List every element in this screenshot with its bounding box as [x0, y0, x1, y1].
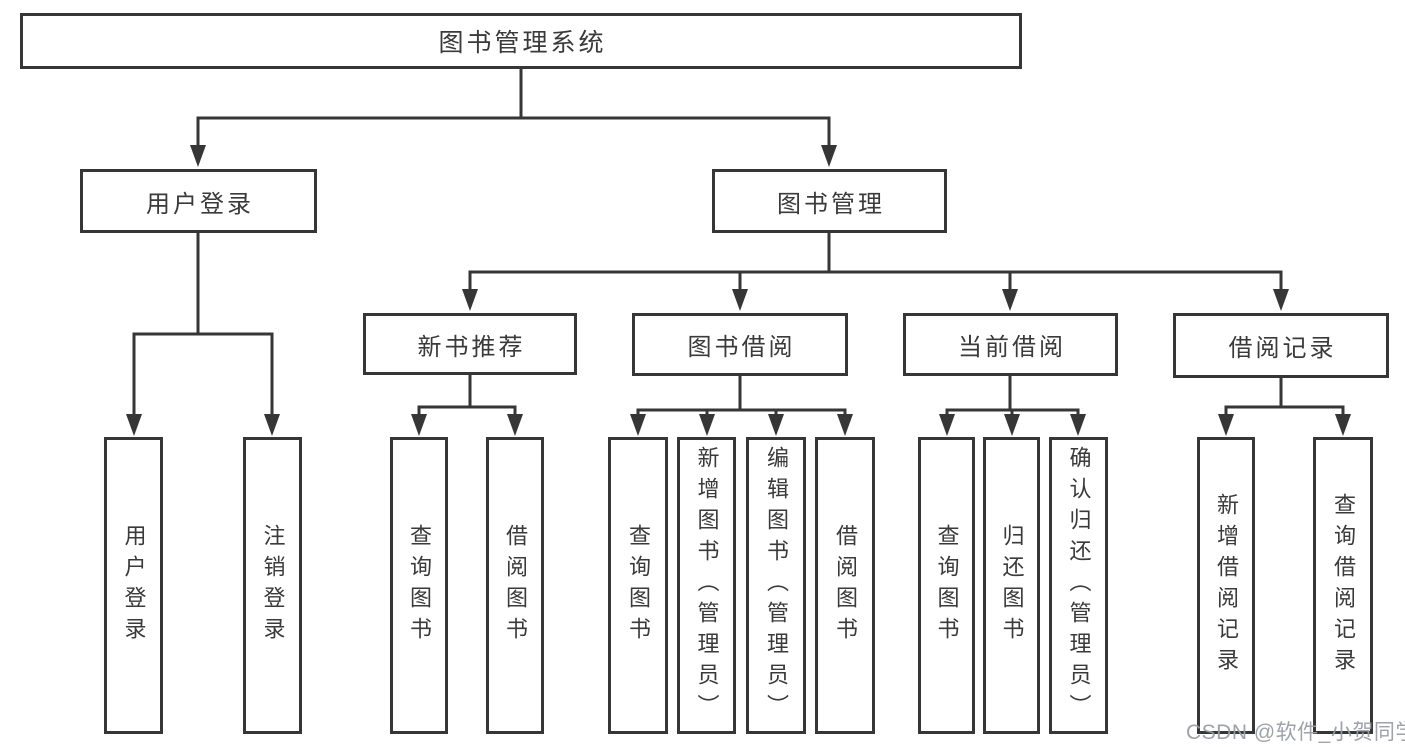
node-label: 注销登录: [260, 523, 286, 648]
leaf-confirm-return-admin: 确认归还（管理员）: [1049, 437, 1108, 734]
arrowhead: [1273, 289, 1289, 311]
arrowhead: [939, 414, 955, 436]
node-label: 用户登录: [146, 190, 254, 218]
node-library-management-system: 图书管理系统: [20, 13, 1022, 69]
leaf-return-book: 归还图书: [983, 437, 1040, 734]
edge-borrow-rail: [636, 408, 847, 421]
arrowhead: [699, 414, 715, 436]
node-label: 图书管理系统: [438, 29, 607, 57]
node-label: 查询借阅记录: [1331, 492, 1356, 679]
edge-login-rail: [132, 332, 274, 421]
arrowhead: [126, 414, 142, 436]
arrowhead: [1004, 414, 1020, 436]
node-label: 借阅图书: [833, 523, 858, 648]
node-label: 确认归还（管理员）: [1066, 446, 1092, 725]
node-user-login: 用户登录: [80, 169, 317, 233]
leaf-add-book-admin: 新增图书（管理员）: [677, 437, 736, 734]
arrowhead: [1335, 414, 1351, 436]
node-label: 查询图书: [934, 523, 960, 648]
leaf-logout: 注销登录: [243, 437, 302, 734]
node-current-borrowing: 当前借阅: [903, 313, 1118, 376]
arrowhead: [462, 289, 478, 311]
arrowhead: [1002, 289, 1018, 311]
arrowhead: [264, 414, 280, 436]
arrowhead: [507, 414, 523, 436]
node-label: 查询图书: [407, 523, 432, 648]
leaf-add-borrow-record: 新增借阅记录: [1197, 437, 1255, 734]
leaf-user-login: 用户登录: [104, 437, 163, 734]
arrowhead: [1218, 414, 1234, 436]
node-label: 借阅记录: [1228, 335, 1337, 362]
node-book-management: 图书管理: [712, 169, 947, 233]
leaf-query-books-current: 查询图书: [918, 437, 975, 734]
node-book-borrowing: 图书借阅: [632, 313, 848, 376]
node-borrowing-records: 借阅记录: [1173, 313, 1389, 378]
node-label: 图书管理: [777, 190, 885, 218]
node-label: 借阅图书: [503, 523, 528, 648]
edge-level2-rail: [196, 116, 831, 151]
leaf-borrow-books: 借阅图书: [815, 437, 875, 734]
edge-recommend-rail: [417, 405, 517, 421]
node-label: 新增图书（管理员）: [694, 446, 720, 725]
csdn-watermark: CSDN @软件_小贺同学: [1186, 721, 1405, 744]
arrowhead: [837, 414, 853, 436]
leaf-edit-book-admin: 编辑图书（管理员）: [746, 437, 806, 734]
leaf-query-books-recommend: 查询图书: [390, 437, 448, 734]
leaf-query-books-borrow: 查询图书: [608, 437, 668, 734]
arrowheads: [126, 145, 1351, 436]
arrowhead: [1070, 414, 1086, 436]
arrowhead: [630, 414, 646, 436]
leaf-query-borrow-record: 查询借阅记录: [1313, 437, 1373, 734]
node-new-book-recommend: 新书推荐: [363, 313, 577, 375]
arrowhead: [821, 145, 837, 167]
arrowhead: [732, 289, 748, 311]
arrowhead: [411, 414, 427, 436]
node-label: 归还图书: [999, 523, 1025, 648]
edge-records-rail: [1224, 405, 1345, 421]
node-label: 新增借阅记录: [1214, 492, 1239, 679]
node-label: 新书推荐: [417, 333, 526, 361]
node-label: 编辑图书（管理员）: [764, 446, 789, 725]
node-label: 当前借阅: [958, 334, 1066, 361]
node-label: 用户登录: [121, 523, 147, 648]
leaf-borrow-books-recommend: 借阅图书: [486, 437, 544, 734]
node-label: 图书借阅: [687, 334, 796, 361]
node-label: 查询图书: [626, 523, 651, 648]
edge-level3-rail: [468, 270, 1283, 297]
arrowhead: [768, 414, 784, 436]
arrowhead: [190, 145, 206, 167]
